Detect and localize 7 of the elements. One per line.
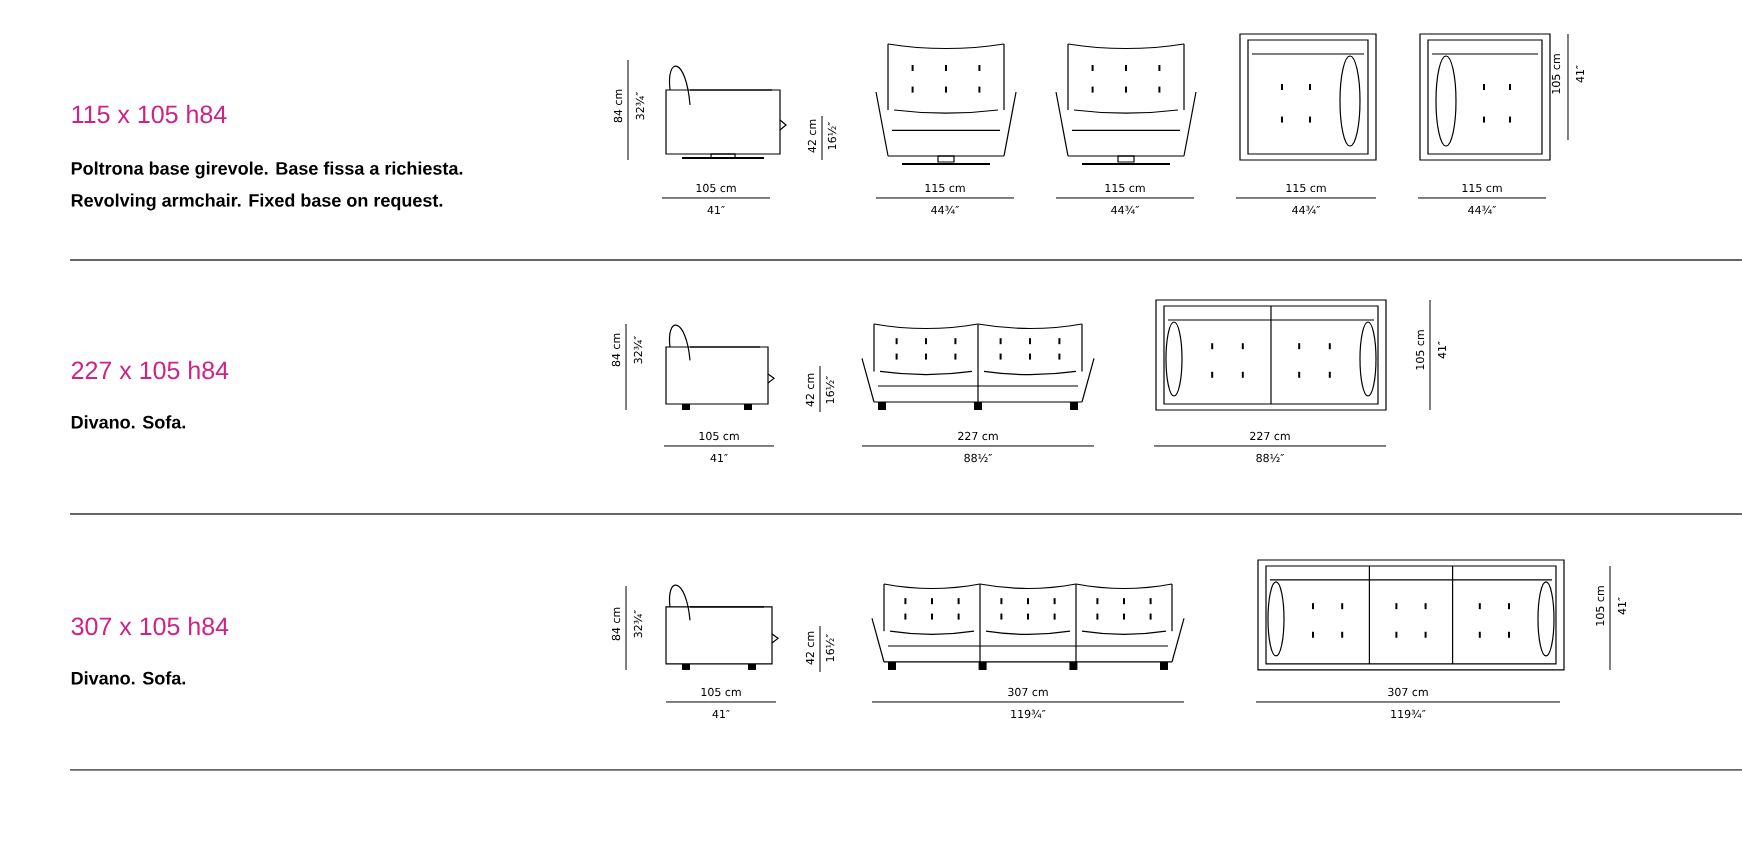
product-description: Poltrona base girevole. Base fissa a richiesta. <box>71 161 463 179</box>
product-size-title: 227 x 105 h84 <box>71 360 229 380</box>
product-size-title: 307 x 105 h84 <box>71 616 229 636</box>
product-description: Divano. Sofa. <box>71 415 186 429</box>
product-description: Revolving armchair. Fixed base on request. <box>71 193 443 211</box>
product-description: Divano. Sofa. <box>71 671 186 685</box>
product-size-title: 115 x 105 h84 <box>72 104 227 124</box>
